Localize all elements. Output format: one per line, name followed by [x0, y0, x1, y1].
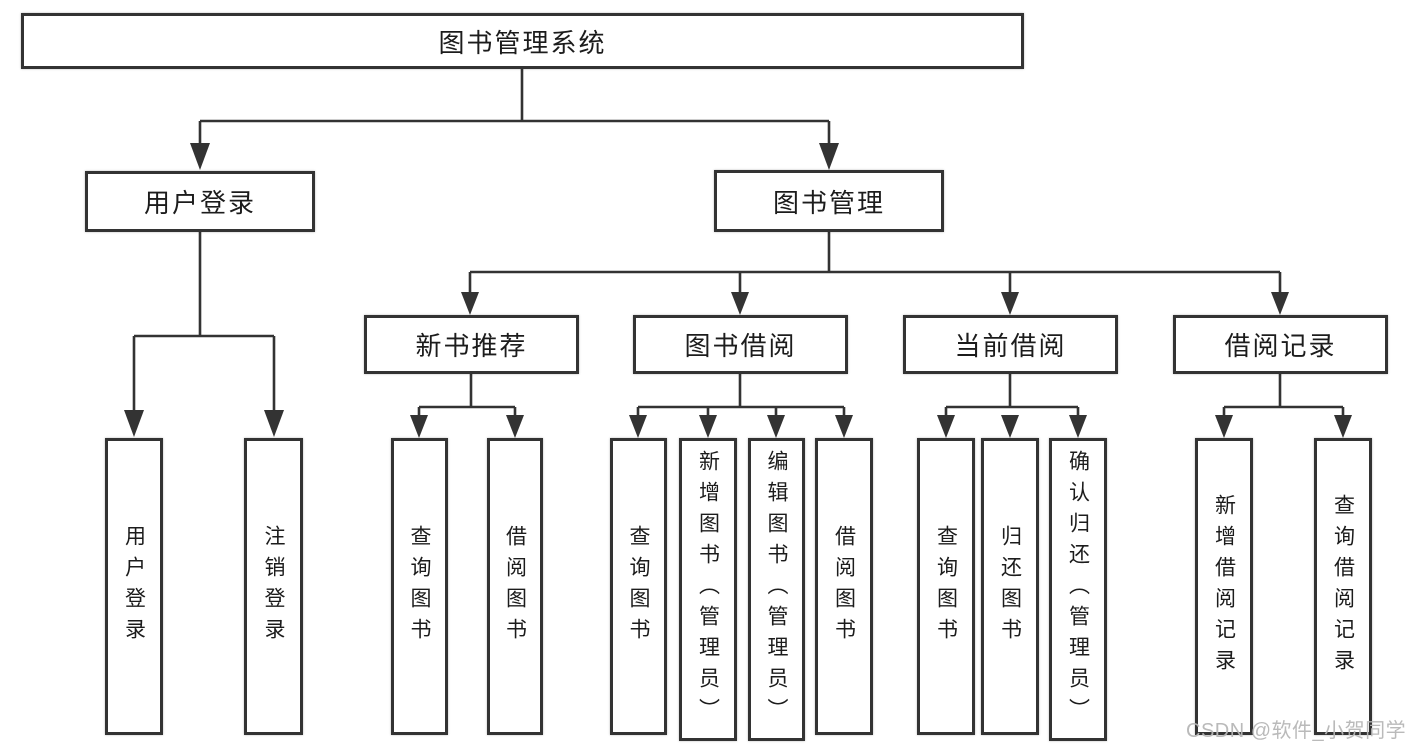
- leaf-label: 用户登录: [122, 524, 146, 649]
- node-book-borrow: 图书借阅: [633, 315, 848, 374]
- leaf-user-login: 用户登录: [105, 438, 163, 735]
- node-label: 当前借阅: [954, 331, 1067, 361]
- leaf-borrow-books: 借阅图书: [487, 438, 543, 735]
- leaf-add-borrow-record: 新增借阅记录: [1195, 438, 1253, 735]
- leaf-label: 查询图书: [627, 524, 650, 649]
- node-label: 新书推荐: [415, 331, 528, 361]
- leaf-label: 注销登录: [262, 524, 285, 649]
- leaf-confirm-return-admin: 确认归还（管理员）: [1049, 438, 1107, 741]
- leaf-add-books-admin: 新增图书（管理员）: [679, 438, 737, 741]
- leaf-label: 查询借阅记录: [1331, 493, 1355, 680]
- leaf-label: 确认归还（管理员）: [1066, 450, 1090, 729]
- leaf-query-books: 查询图书: [610, 438, 667, 735]
- leaf-edit-books-admin: 编辑图书（管理员）: [748, 438, 805, 741]
- leaf-label: 查询图书: [934, 524, 958, 649]
- leaf-label: 借阅图书: [503, 524, 527, 649]
- leaf-return-books: 归还图书: [981, 438, 1039, 735]
- leaf-label: 新增图书（管理员）: [696, 450, 720, 729]
- leaf-borrow-books: 借阅图书: [815, 438, 873, 735]
- node-book-management: 图书管理: [714, 170, 944, 232]
- node-library-management-system: 图书管理系统: [21, 13, 1024, 69]
- arrowheads: [124, 143, 1352, 438]
- leaf-label: 编辑图书（管理员）: [765, 450, 788, 729]
- node-label: 图书借阅: [684, 331, 797, 361]
- node-user-login: 用户登录: [85, 171, 315, 232]
- leaf-logout: 注销登录: [244, 438, 303, 735]
- leaf-label: 借阅图书: [832, 524, 856, 649]
- leaf-query-books: 查询图书: [391, 438, 448, 735]
- leaf-label: 归还图书: [998, 524, 1022, 649]
- node-label: 图书管理系统: [438, 27, 607, 58]
- node-new-book-recommend: 新书推荐: [364, 315, 579, 374]
- leaf-label: 查询图书: [408, 524, 431, 649]
- node-label: 借阅记录: [1224, 331, 1337, 361]
- leaf-query-books: 查询图书: [917, 438, 975, 735]
- node-borrow-records: 借阅记录: [1173, 315, 1388, 374]
- node-current-borrow: 当前借阅: [903, 315, 1118, 374]
- csdn-watermark: CSDN @软件_小贺同学: [1186, 720, 1405, 742]
- node-label: 图书管理: [772, 187, 885, 218]
- leaf-label: 新增借阅记录: [1212, 493, 1236, 680]
- node-label: 用户登录: [143, 188, 256, 218]
- leaf-query-borrow-record: 查询借阅记录: [1314, 438, 1372, 735]
